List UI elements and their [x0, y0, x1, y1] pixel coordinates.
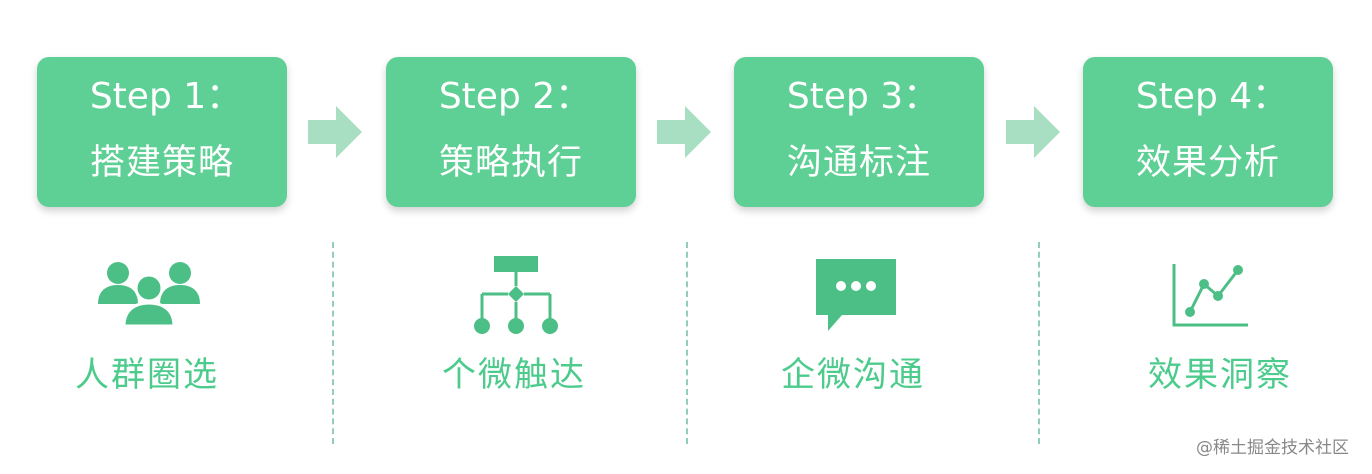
step-4-label: 效果洞察	[1148, 355, 1292, 395]
arrow-right-icon	[308, 106, 362, 158]
column-divider	[686, 242, 688, 444]
column-divider	[1038, 242, 1040, 444]
hierarchy-tree-icon	[474, 256, 558, 334]
step-4-box: Step 4： 效果分析	[1083, 57, 1333, 207]
source-credit: @稀土掘金技术社区	[1196, 438, 1349, 458]
step-2-label: 个微触达	[442, 355, 586, 395]
step-3-label: 企微沟通	[781, 355, 925, 395]
column-divider	[332, 242, 334, 444]
step-4-name: 效果分析	[1135, 143, 1280, 183]
step-2-name: 策略执行	[438, 143, 583, 183]
people-group-icon	[98, 262, 200, 328]
line-chart-icon	[1172, 264, 1248, 327]
step-1-title: Step 1：	[89, 76, 243, 117]
step-2-box: Step 2： 策略执行	[386, 57, 636, 207]
step-1-name: 搭建策略	[89, 143, 234, 183]
arrow-right-icon	[1006, 106, 1060, 158]
step-3-name: 沟通标注	[786, 143, 931, 183]
step-1-label: 人群圈选	[75, 355, 219, 395]
chat-bubble-icon	[816, 259, 896, 331]
step-2-title: Step 2：	[438, 76, 592, 117]
step-3-box: Step 3： 沟通标注	[734, 57, 984, 207]
step-4-title: Step 4：	[1135, 76, 1289, 117]
step-3-title: Step 3：	[786, 76, 940, 117]
arrow-right-icon	[657, 106, 711, 158]
step-1-box: Step 1： 搭建策略	[37, 57, 287, 207]
